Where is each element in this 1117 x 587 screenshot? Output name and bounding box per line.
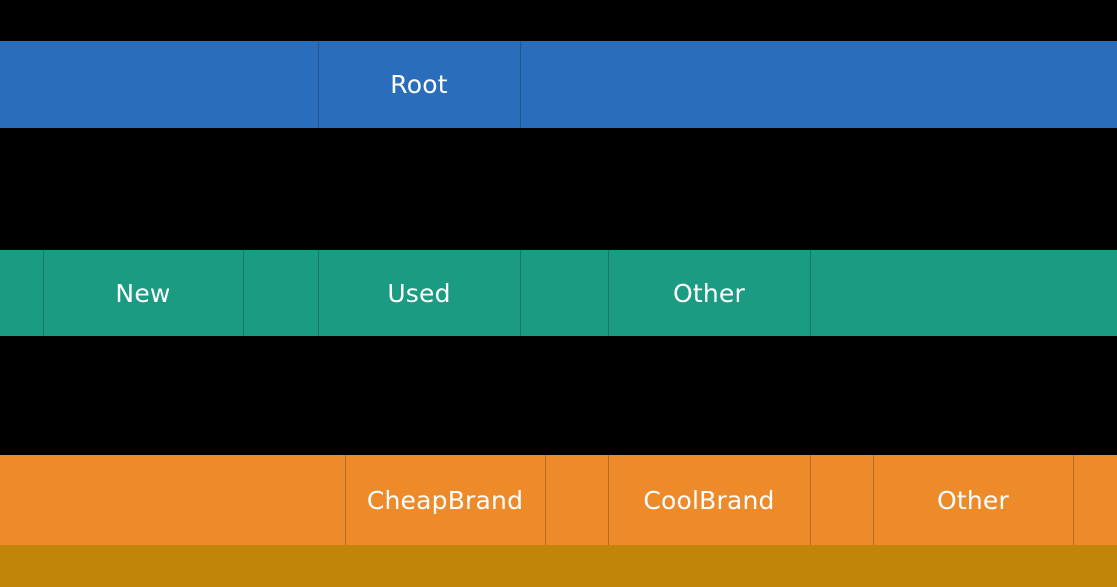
icicle-segment-seam	[520, 250, 521, 336]
icicle-node-unlabeled[interactable]	[545, 455, 608, 545]
icicle-segment-seam	[318, 250, 319, 336]
icicle-segment-seam	[243, 250, 244, 336]
icicle-node-other[interactable]: Other	[873, 455, 1073, 545]
icicle-node-label: CoolBrand	[643, 485, 775, 515]
icicle-node-unlabeled[interactable]	[520, 41, 1117, 128]
icicle-node-unlabeled[interactable]	[810, 250, 1117, 336]
icicle-level-condition-level: New Used Other	[0, 250, 1117, 336]
icicle-node-label: Other	[673, 278, 745, 308]
icicle-node-unlabeled[interactable]	[0, 455, 345, 545]
icicle-segment-seam	[608, 455, 609, 545]
icicle-segment-seam	[318, 41, 319, 128]
icicle-node-root[interactable]: Root	[318, 41, 520, 128]
icicle-node-coolbrand[interactable]: CoolBrand	[608, 455, 810, 545]
icicle-segment-seam	[43, 250, 44, 336]
icicle-level-brand-level: CheapBrand CoolBrand Other	[0, 455, 1117, 545]
icicle-node-label: Root	[390, 70, 448, 99]
icicle-node-cheapbrand[interactable]: CheapBrand	[345, 455, 545, 545]
icicle-node-unlabeled[interactable]	[0, 250, 43, 336]
icicle-node-label: Other	[937, 485, 1009, 515]
icicle-segment-seam	[810, 250, 811, 336]
icicle-node-unlabeled[interactable]	[243, 250, 318, 336]
icicle-node-unlabeled[interactable]	[0, 545, 1117, 587]
icicle-node-unlabeled[interactable]	[520, 250, 608, 336]
icicle-segment-seam	[1073, 455, 1074, 545]
icicle-segment-seam	[520, 41, 521, 128]
icicle-level-leaf-level	[0, 545, 1117, 587]
icicle-node-label: CheapBrand	[366, 485, 524, 515]
icicle-segment-seam	[345, 455, 346, 545]
icicle-node-unlabeled[interactable]	[0, 41, 318, 128]
icicle-node-label: New	[115, 278, 171, 308]
icicle-node-used[interactable]: Used	[318, 250, 520, 336]
icicle-segment-seam	[810, 455, 811, 545]
icicle-segment-seam	[608, 250, 609, 336]
icicle-segment-seam	[545, 455, 546, 545]
icicle-node-other[interactable]: Other	[608, 250, 810, 336]
icicle-node-label: Used	[387, 278, 451, 308]
icicle-node-unlabeled[interactable]	[1073, 455, 1117, 545]
icicle-node-unlabeled[interactable]	[810, 455, 873, 545]
icicle-segment-seam	[873, 455, 874, 545]
icicle-node-new[interactable]: New	[43, 250, 243, 336]
icicle-level-root-level: Root	[0, 41, 1117, 128]
